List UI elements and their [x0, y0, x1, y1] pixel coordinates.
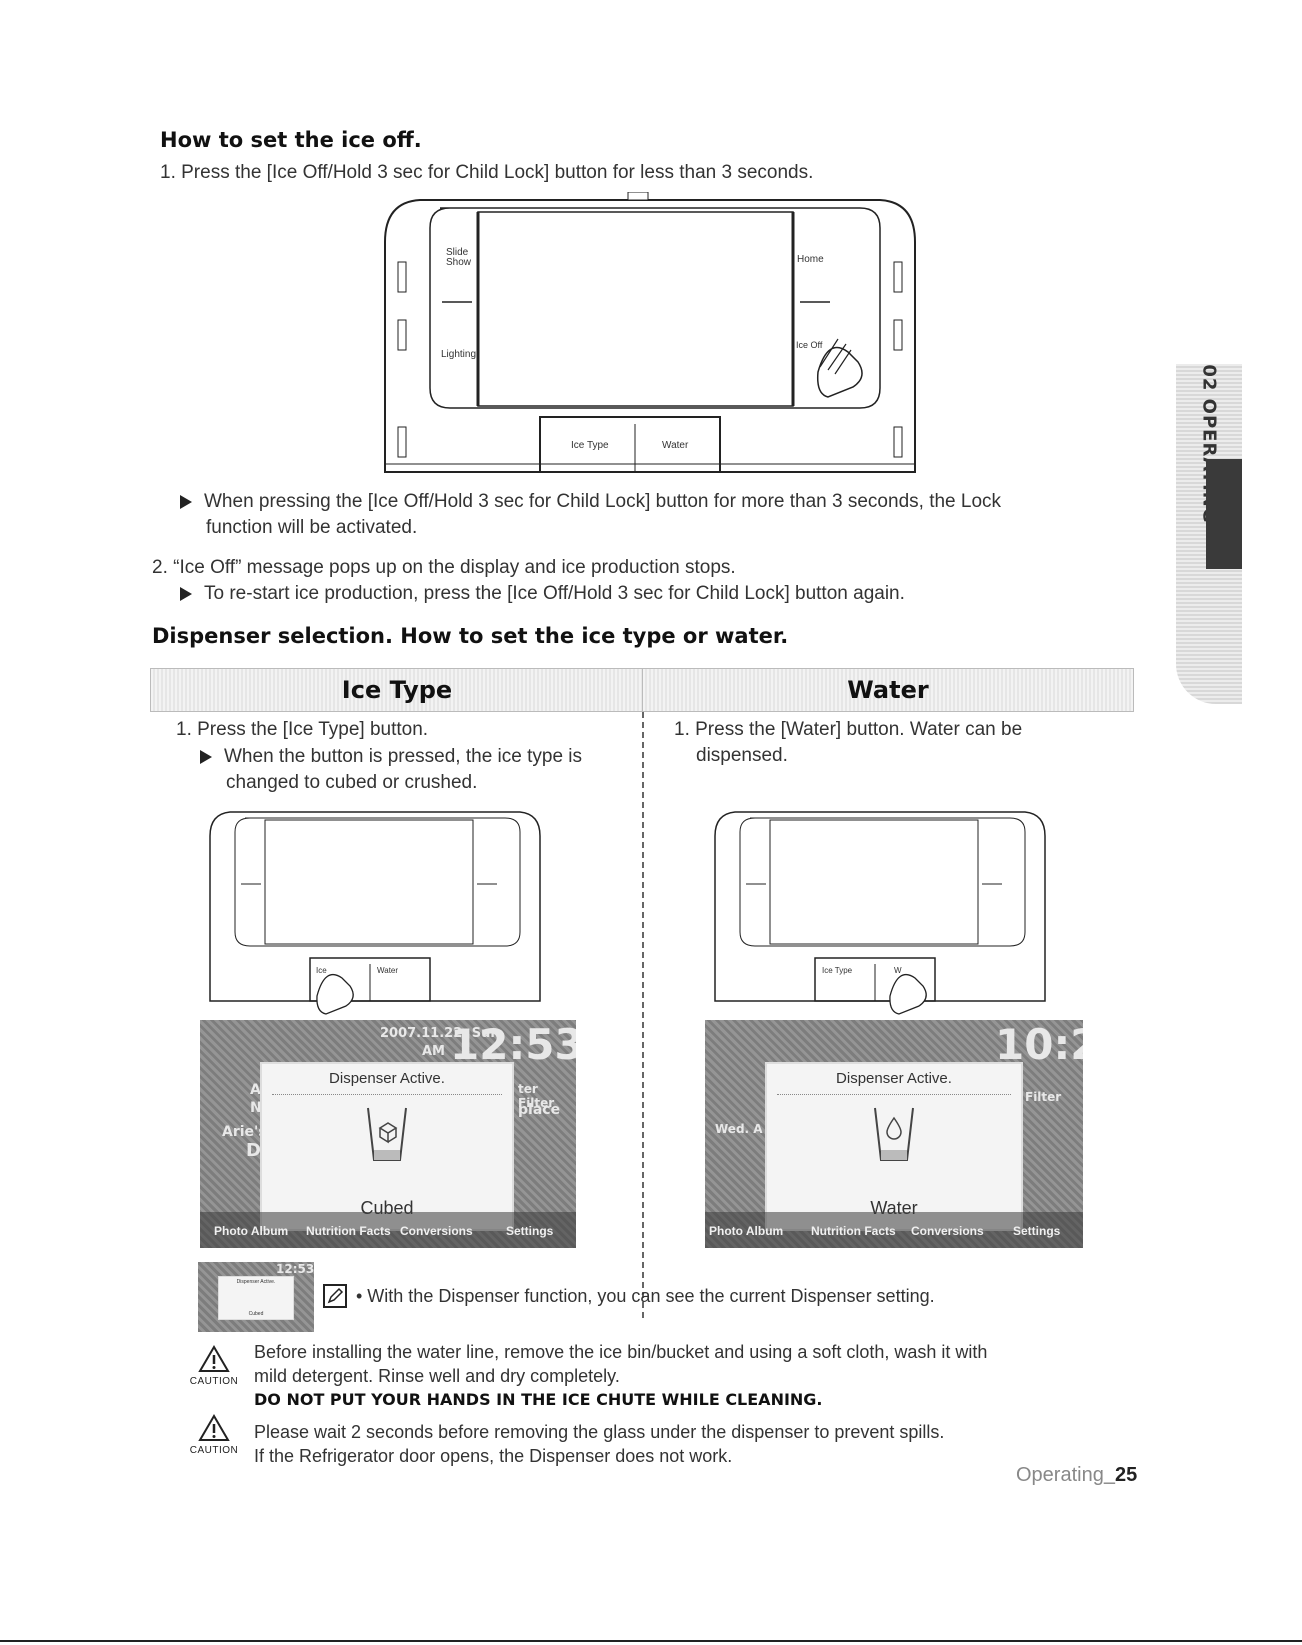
panel-button-water[interactable]: Water	[662, 440, 689, 451]
section-title-dispenser: Dispenser selection. How to set the ice …	[152, 624, 789, 648]
left-note-line2: changed to cubed or crushed.	[226, 772, 478, 793]
note-1-line2: function will be activated.	[206, 517, 418, 538]
screen-left-text-1: A	[250, 1082, 261, 1098]
panel-label-ice-off-line1: Ice Off	[796, 340, 823, 350]
thumb-dialog: Dispenser Active. Cubed	[218, 1276, 294, 1320]
menu-photo-album[interactable]: Photo Album	[214, 1224, 289, 1238]
bullet-arrow-icon	[180, 586, 192, 601]
panel-button-water-small-w[interactable]: W	[894, 966, 902, 975]
cubed-ice-glass-icon	[367, 1107, 407, 1161]
caution-1-line1: Before installing the water line, remove…	[254, 1342, 988, 1362]
caution-icon-2: CAUTION	[184, 1414, 244, 1456]
caution-2-line2: If the Refrigerator door opens, the Disp…	[254, 1446, 733, 1466]
left-note-line1: When the button is pressed, the ice type…	[224, 746, 583, 767]
panel-label-show: Show	[446, 257, 472, 268]
panel-label-slide: Slide	[446, 247, 469, 258]
note-pencil-icon	[323, 1284, 347, 1308]
column-header-ice-type-label: Ice Type	[341, 676, 453, 704]
screen-side-text-1: Filter	[1025, 1090, 1062, 1104]
step-1-text: 1. Press the [Ice Off/Hold 3 sec for Chi…	[160, 162, 814, 183]
menu-settings[interactable]: Settings	[1013, 1224, 1061, 1238]
panel-label-home[interactable]: Home	[797, 254, 824, 265]
column-divider	[642, 712, 644, 1318]
menu-nutrition-facts[interactable]: Nutrition Facts	[811, 1224, 896, 1238]
control-panel-diagram-ice	[209, 811, 541, 1015]
screen-menu-bar: Photo Album Nutrition Facts Conversions …	[200, 1212, 576, 1248]
column-header-water: Water	[642, 668, 1134, 712]
note-2: To re-start ice production, press the [I…	[180, 581, 905, 607]
page-footer: Operating_25	[1016, 1464, 1137, 1487]
dialog-title: Dispenser Active.	[836, 1070, 952, 1087]
bullet-arrow-icon	[200, 749, 212, 764]
screen-ampm: AM	[422, 1044, 445, 1059]
left-note: When the button is pressed, the ice type…	[200, 744, 582, 796]
screen-left-text-3: Arie's	[222, 1124, 267, 1140]
menu-nutrition-facts[interactable]: Nutrition Facts	[306, 1224, 391, 1238]
display-screen-thumbnail: 12:53 Dispenser Active. Cubed	[198, 1262, 314, 1332]
caution-1-line3: DO NOT PUT YOUR HANDS IN THE ICE CHUTE W…	[254, 1390, 823, 1409]
panel-label-lighting[interactable]: Lighting	[441, 349, 477, 360]
display-screen-cubed: 2007.11.22. Sun AM 12:53 ter Filter plac…	[200, 1020, 576, 1248]
control-panel-diagram	[384, 192, 916, 473]
panel-button-water-small[interactable]: Water	[377, 966, 399, 975]
chapter-side-tab-marker	[1206, 459, 1242, 569]
dialog-separator	[777, 1094, 1011, 1095]
thumb-dialog-caption: Cubed	[248, 1311, 264, 1317]
warning-triangle-icon	[198, 1414, 230, 1441]
panel-button-ice-type[interactable]: Ice Type	[571, 440, 609, 451]
warning-triangle-icon	[198, 1345, 230, 1372]
screen-side-text-2: place	[518, 1102, 561, 1118]
caution-label-1: CAUTION	[189, 1376, 239, 1387]
menu-photo-album[interactable]: Photo Album	[709, 1224, 784, 1238]
left-step-1: 1. Press the [Ice Type] button.	[176, 719, 429, 740]
menu-settings[interactable]: Settings	[506, 1224, 554, 1238]
screen-date: 2007.11.22. Sun	[380, 1026, 500, 1041]
dialog-title: Dispenser Active.	[329, 1070, 445, 1087]
right-step-line1: 1. Press the [Water] button. Water can b…	[674, 719, 1023, 740]
panel-button-ice-type-small[interactable]: Ice Type	[822, 966, 853, 975]
dialog-separator	[272, 1094, 502, 1095]
caution-label-2: CAUTION	[189, 1445, 239, 1456]
note-1-line1: When pressing the [Ice Off/Hold 3 sec fo…	[204, 491, 1002, 512]
section-title-ice-off: How to set the ice off.	[160, 128, 422, 152]
column-header-water-label: Water	[847, 676, 929, 704]
thumb-time: 12:53	[276, 1262, 314, 1276]
note-1: When pressing the [Ice Off/Hold 3 sec fo…	[180, 489, 1080, 541]
footer-section: Operating	[1016, 1464, 1104, 1486]
water-glass-icon	[874, 1107, 914, 1161]
screen-left-text-4: D	[246, 1140, 261, 1161]
caution-2-text: Please wait 2 seconds before removing th…	[254, 1420, 944, 1468]
bottom-rule	[0, 1640, 1302, 1642]
panel-label-ice-off[interactable]: Ice Off	[796, 340, 822, 350]
panel-button-ice-small[interactable]: Ice	[316, 966, 327, 975]
thumb-dialog-title: Dispenser Active.	[236, 1279, 276, 1285]
panel-label-slide-show[interactable]: Slide Show	[446, 248, 471, 268]
caution-1-line2: mild detergent. Rinse well and dry compl…	[254, 1366, 620, 1386]
column-header-ice-type: Ice Type	[150, 668, 644, 712]
footer-page-number: _25	[1103, 1464, 1138, 1486]
chapter-side-tab: 02 OPERATING	[1176, 364, 1242, 704]
screen-menu-bar: Photo Album Nutrition Facts Conversions …	[705, 1212, 1083, 1248]
right-step-1: 1. Press the [Water] button. Water can b…	[674, 717, 1022, 769]
step-2-text: 2. “Ice Off” message pops up on the disp…	[152, 557, 736, 578]
menu-conversions[interactable]: Conversions	[911, 1224, 984, 1238]
display-screen-water: 10:24 Filter Wed. A Dispenser Active. Wa…	[705, 1020, 1083, 1248]
dispenser-dialog: Dispenser Active. Cubed	[260, 1062, 514, 1231]
control-panel-diagram-water	[714, 811, 1046, 1015]
caution-icon-1: CAUTION	[184, 1345, 244, 1387]
screen-time: 12:53	[450, 1020, 576, 1069]
dispenser-dialog: Dispenser Active. Water	[765, 1062, 1023, 1231]
screen-side-text-1: ter Filter	[518, 1082, 555, 1110]
caution-2-line1: Please wait 2 seconds before removing th…	[254, 1422, 945, 1442]
right-step-line2: dispensed.	[696, 745, 788, 766]
bullet-arrow-icon	[180, 494, 192, 509]
screen-side-text-2: Wed. A	[715, 1122, 763, 1136]
caution-1-text: Before installing the water line, remove…	[254, 1340, 987, 1412]
screen-time: 10:24	[995, 1020, 1083, 1069]
note-2-text: To re-start ice production, press the [I…	[204, 583, 905, 604]
screen-left-text-2: N	[250, 1100, 262, 1116]
menu-conversions[interactable]: Conversions	[400, 1224, 473, 1238]
note-text: • With the Dispenser function, you can s…	[356, 1286, 935, 1306]
